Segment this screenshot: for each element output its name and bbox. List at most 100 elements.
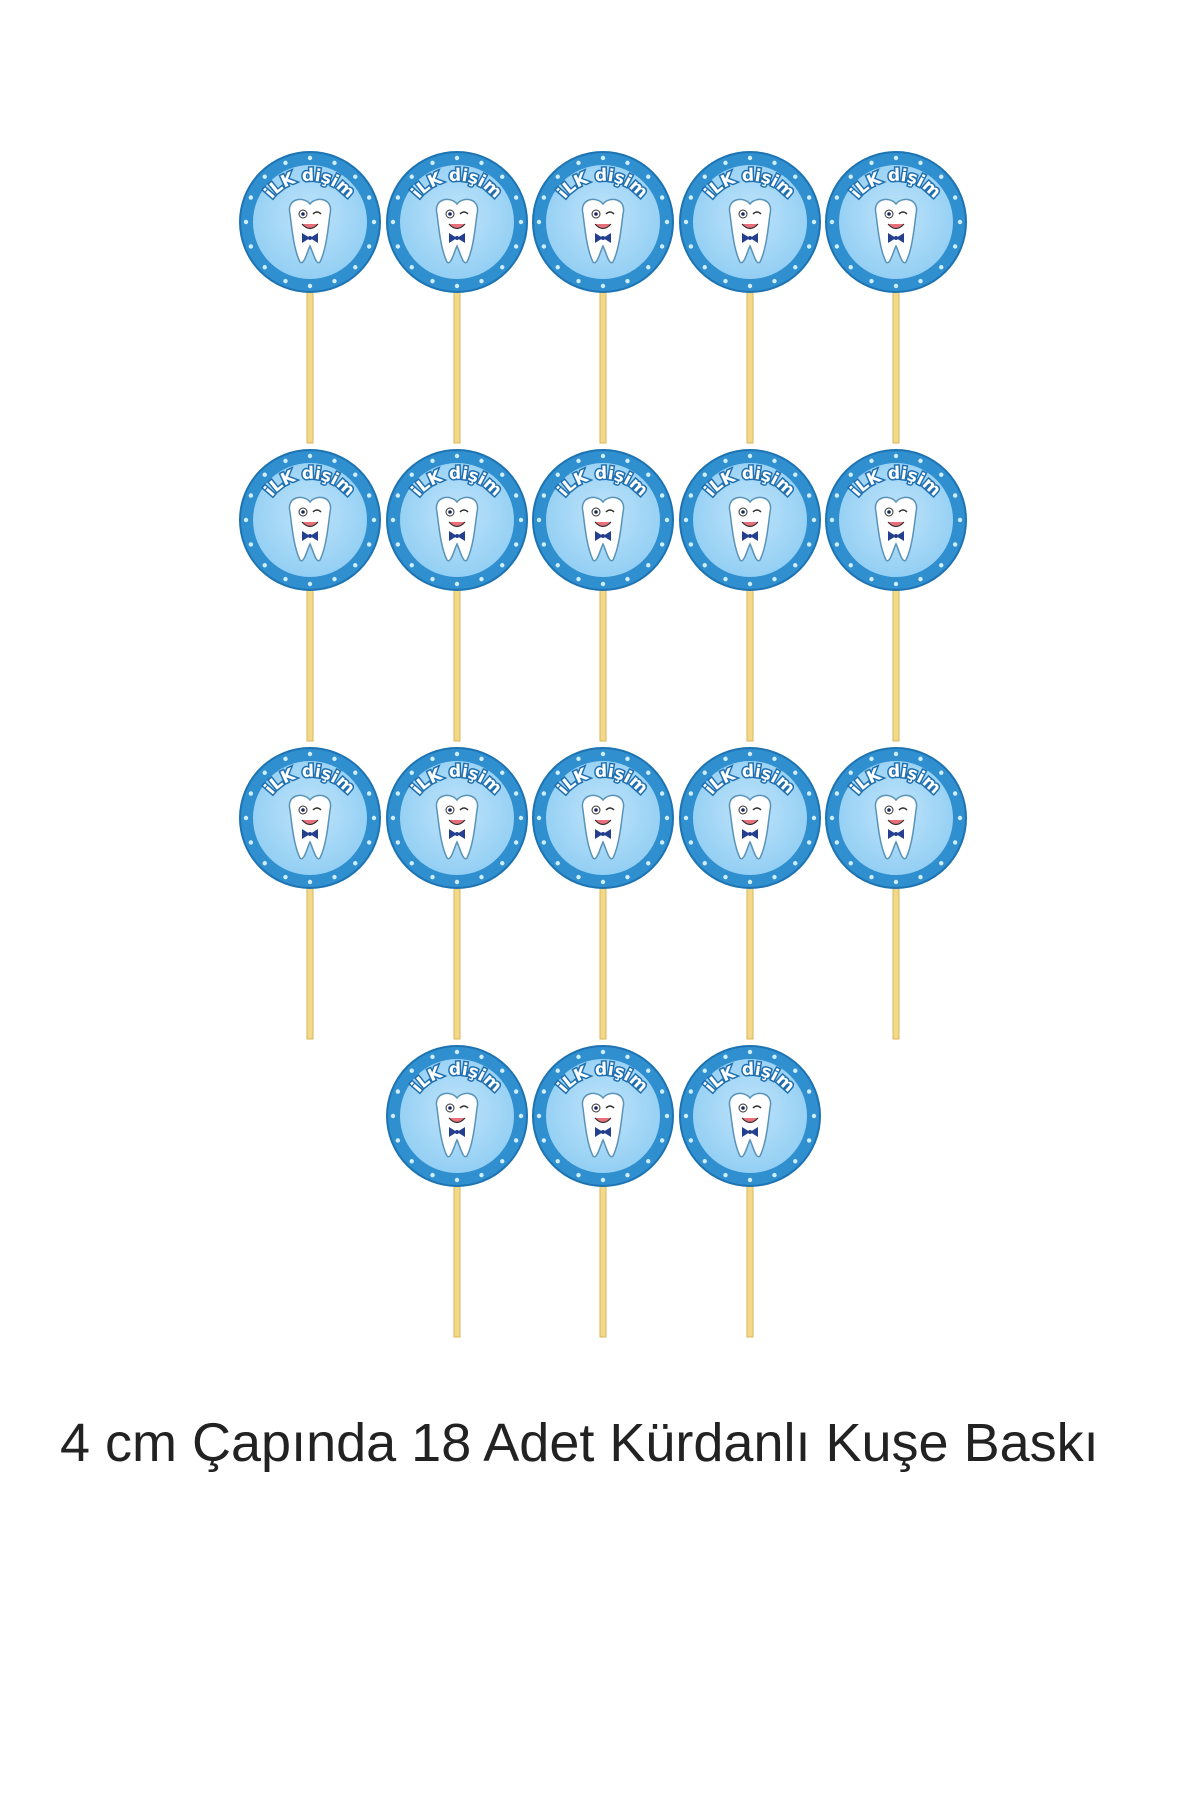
tooth-pupil [448, 212, 452, 216]
ring-star [395, 244, 401, 249]
tooth-pupil [741, 510, 745, 514]
tooth-pupil [594, 1106, 598, 1110]
ring-star [409, 472, 414, 477]
tooth-smile [448, 223, 466, 230]
ring-star [600, 155, 606, 161]
ring-star [395, 1089, 401, 1094]
tooth-pupil [301, 808, 305, 812]
ring-star [806, 1089, 812, 1094]
ring-star [283, 458, 288, 464]
ring-star [893, 581, 899, 587]
ring-star [772, 1054, 777, 1060]
tooth-pupil [741, 808, 745, 812]
tooth-smile [594, 819, 612, 826]
ring-star [248, 493, 254, 498]
tooth-wink [605, 1105, 615, 1109]
ring-star [646, 472, 651, 477]
ring-star [723, 458, 728, 464]
tooth-smile [448, 521, 466, 528]
tooth-pupil [301, 510, 305, 514]
ring-star [307, 879, 313, 885]
ring-star [952, 493, 958, 498]
ring-star [625, 874, 630, 880]
toothpick-stick [892, 883, 900, 1040]
ring-star [688, 542, 694, 547]
toothpick-stick [599, 1181, 607, 1338]
ring-star [939, 174, 944, 179]
ring-star [829, 219, 835, 225]
toothpick-stick [306, 585, 314, 742]
ring-star [454, 1177, 460, 1183]
ring-star [806, 195, 812, 200]
ring-star [772, 160, 777, 166]
ring-star [688, 840, 694, 845]
ring-star [747, 453, 753, 459]
bowtie-knot [894, 832, 898, 836]
ring-star [262, 472, 267, 477]
ring-star [829, 815, 835, 821]
ring-star [353, 770, 358, 775]
ring-star [390, 517, 396, 523]
ring-star [834, 195, 840, 200]
ring-star [500, 1159, 505, 1164]
ring-star [518, 815, 524, 821]
toothpick-stick [746, 1181, 754, 1338]
ring-star [702, 861, 707, 866]
ring-star [541, 1138, 547, 1143]
ring-star [332, 160, 337, 166]
ring-star [409, 563, 414, 568]
ring-star [747, 1177, 753, 1183]
ring-star [541, 840, 547, 845]
ring-star [500, 861, 505, 866]
ring-star [848, 472, 853, 477]
ring-star [952, 840, 958, 845]
ring-star [659, 840, 665, 845]
ring-star [772, 874, 777, 880]
ring-star [332, 576, 337, 582]
ring-star [371, 219, 377, 225]
ring-star [262, 770, 267, 775]
ring-star [248, 195, 254, 200]
ring-star [952, 244, 958, 249]
tooth-wink [752, 807, 762, 811]
ring-star [353, 861, 358, 866]
ring-star [848, 265, 853, 270]
ring-star [834, 840, 840, 845]
ring-star [918, 874, 923, 880]
ring-star [479, 874, 484, 880]
tooth-wink [312, 211, 322, 215]
ring-star [371, 815, 377, 821]
ring-star [555, 265, 560, 270]
ring-star [395, 195, 401, 200]
toothpick-stick [746, 883, 754, 1040]
ring-star [430, 278, 435, 284]
toothpick-stick [892, 287, 900, 444]
ring-star [395, 542, 401, 547]
ring-star [702, 472, 707, 477]
ring-star [869, 278, 874, 284]
tooth-pupil [448, 808, 452, 812]
ring-star [536, 1113, 542, 1119]
ring-star [646, 174, 651, 179]
ring-star [625, 278, 630, 284]
ring-star [395, 791, 401, 796]
ring-star [723, 278, 728, 284]
ring-star [600, 1177, 606, 1183]
ring-star [513, 1138, 519, 1143]
ring-star [555, 1159, 560, 1164]
ring-star [395, 840, 401, 845]
ring-star [869, 576, 874, 582]
tooth-wink [752, 509, 762, 513]
tooth-smile [887, 223, 905, 230]
topper-pick: iLK dişim [532, 747, 674, 1040]
ring-star [939, 472, 944, 477]
ring-star [454, 879, 460, 885]
ring-star [600, 879, 606, 885]
ring-star [793, 1068, 798, 1073]
tooth-smile [301, 819, 319, 826]
ring-star [576, 458, 581, 464]
ring-star [659, 1089, 665, 1094]
ring-star [479, 576, 484, 582]
ring-star [747, 283, 753, 289]
